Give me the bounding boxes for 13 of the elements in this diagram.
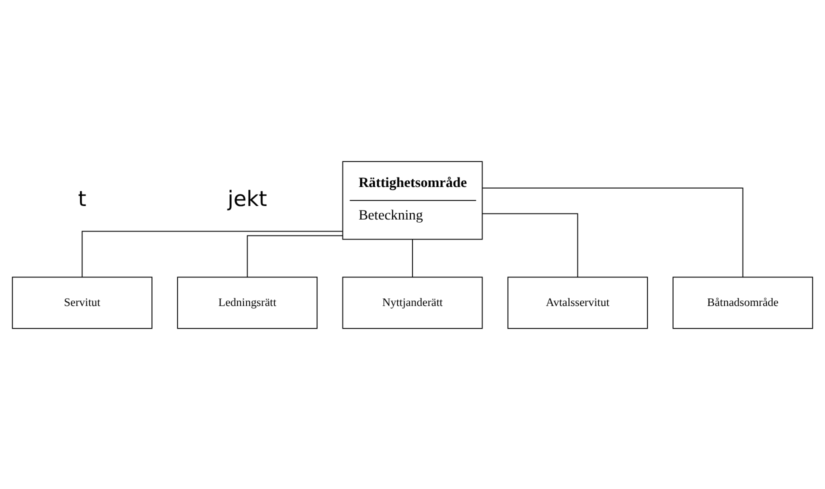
node-box: Avtalsservitut: [507, 276, 648, 328]
connector: [482, 212, 578, 277]
node-box: Ledningsrätt: [177, 276, 318, 328]
connector: [482, 187, 744, 278]
node-box: Båtnadsområde: [672, 276, 814, 328]
connector: [412, 238, 413, 277]
node-box: Rättighetsområde Beteckning: [342, 160, 483, 240]
node-box: Servitut: [12, 276, 152, 328]
connector: [82, 230, 343, 277]
node-box: Nyttjanderätt: [342, 276, 483, 328]
label: jekt: [228, 185, 268, 210]
connector: [246, 234, 344, 278]
label: t: [78, 185, 86, 210]
